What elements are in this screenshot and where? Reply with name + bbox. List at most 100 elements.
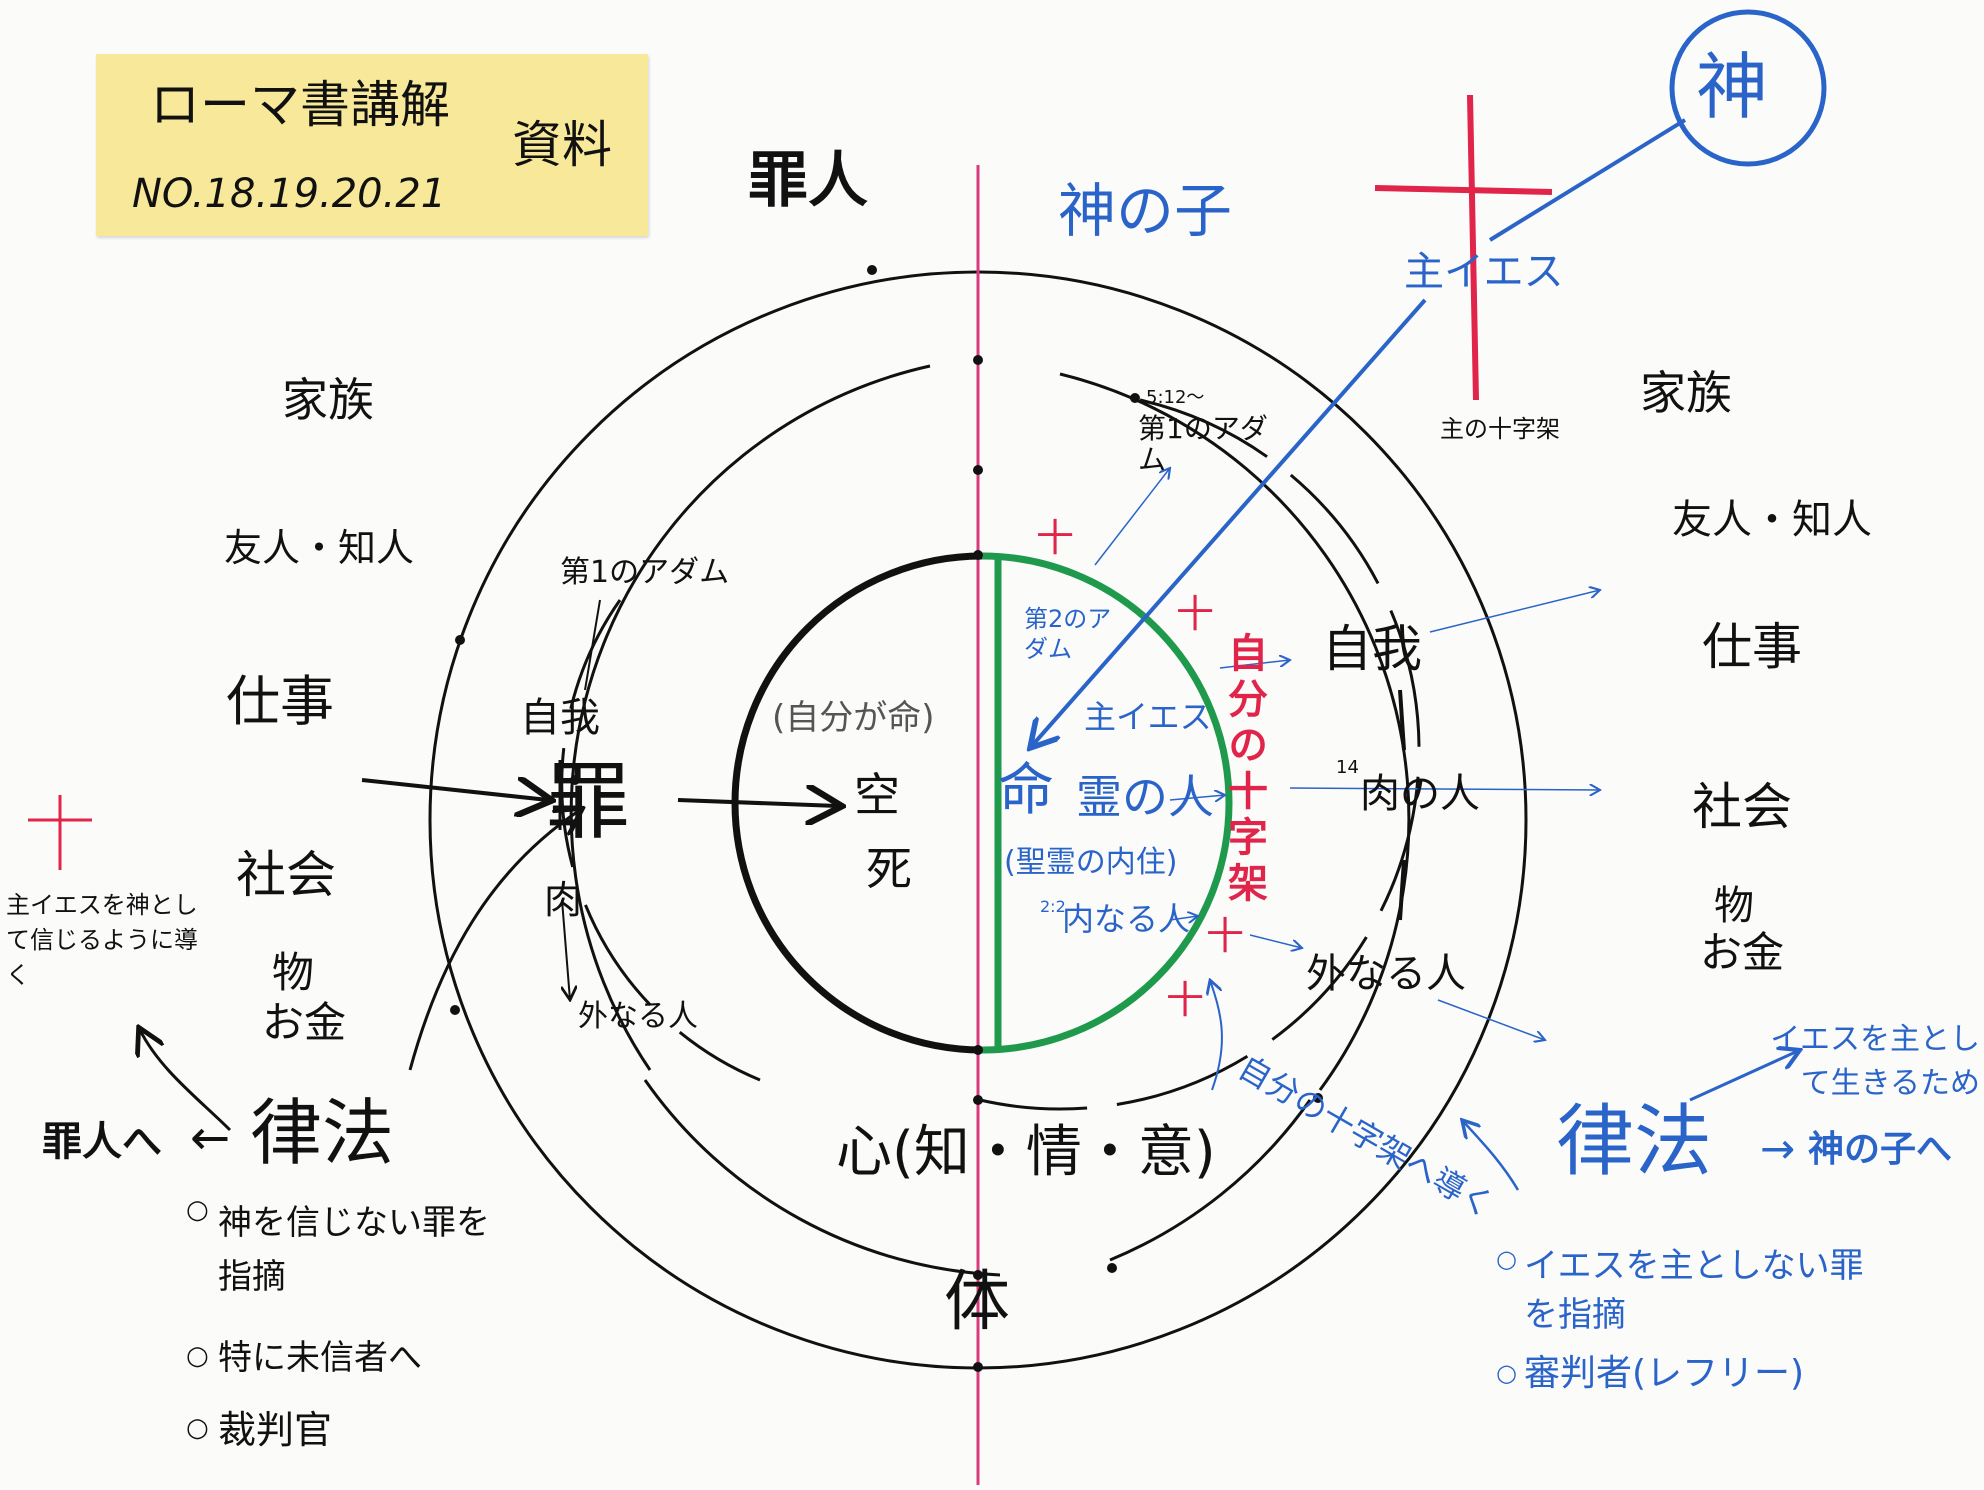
first-adam-right-ref: 5:12〜	[1146, 387, 1205, 408]
flesh-man-ref: 14	[1336, 757, 1359, 778]
right-heading-child-of-god: 神の子	[1058, 177, 1233, 245]
left-item-work: 仕事	[226, 670, 334, 733]
left-law-bullet-2: ○	[186, 1341, 209, 1371]
inner-man-ref: 2:2	[1040, 897, 1066, 916]
left-law-arrow: 罪人へ	[42, 1119, 162, 1165]
left-law-label: 律法	[250, 1091, 395, 1175]
left-law-bullet-3: ○	[186, 1413, 209, 1443]
blue-jesus-to-life	[1030, 298, 1427, 748]
flesh-man-right: 肉の人	[1360, 771, 1480, 817]
holy-spirit-label: (聖霊の内住)	[1004, 845, 1178, 880]
blue-thin-4	[1289, 788, 1600, 790]
ego-ring	[979, 398, 1421, 1111]
self-is-life-caption: (自分が命)	[772, 698, 935, 738]
right-law-arrow-mark: →	[1760, 1124, 1796, 1173]
left-law-point-1: 神を信じない罪を指摘	[218, 1203, 490, 1298]
ego-ring-left	[560, 599, 761, 1082]
arrow-law-to-sin	[408, 810, 580, 1071]
right-law-arrow: 神の子へ	[1808, 1129, 1953, 1170]
note-title: ローマ書講解	[150, 76, 450, 134]
arrow-to-sin	[361, 780, 548, 800]
left-chain-2	[562, 899, 570, 1000]
right-chain-1	[1398, 689, 1406, 751]
right-law-point-2: 審判者(レフリー)	[1524, 1353, 1805, 1394]
left-heading-sinner: 罪人	[748, 146, 868, 216]
blue-law-arrow	[1462, 1120, 1520, 1191]
heart-label: 心(知・情・意)	[836, 1120, 1216, 1185]
middle-ring-bottom	[1109, 1099, 1312, 1262]
arrow-sin-to-death	[677, 800, 838, 806]
blue-thin-1	[1094, 468, 1170, 566]
god-circle	[1669, 9, 1827, 167]
inner-circle-right	[981, 552, 1233, 1054]
middle-ring-lower-left	[643, 1079, 1001, 1277]
first-adam-right: 第1のアダム	[1138, 412, 1268, 476]
sin-label: 罪	[546, 753, 631, 851]
arrow-law-to-caption	[140, 1030, 232, 1132]
title-note: ローマ書講解 NO.18.19.20.21	[96, 54, 648, 236]
red-cross-mark-4: 十	[1166, 978, 1205, 1022]
blue-own-cross-arrow	[1210, 980, 1223, 1091]
right-chain-2	[1398, 859, 1406, 921]
blue-purpose-arrow	[1689, 1050, 1800, 1102]
spirit-man-label: 霊の人	[1076, 770, 1214, 824]
cross-vertical	[1467, 94, 1479, 401]
left-item-family: 家族	[282, 373, 374, 427]
left-law-arrow-mark: ←	[190, 1110, 231, 1166]
ring-dots	[450, 265, 1323, 1372]
left-law-bullet-1: ○	[186, 1195, 209, 1225]
left-item-money: お金	[262, 998, 347, 1047]
god-label: 神	[1696, 45, 1769, 129]
left-item-things: 物	[272, 948, 315, 997]
blue-thin-6	[1249, 934, 1302, 948]
right-item-money: お金	[1700, 928, 1785, 977]
middle-ring-left	[569, 364, 931, 1071]
flesh-left: 肉	[544, 878, 583, 922]
right-item-family: 家族	[1640, 366, 1732, 420]
right-law-bullet-1: ○	[1496, 1245, 1517, 1273]
right-law-bullet-2: ○	[1496, 1359, 1517, 1387]
outer-man-right: 外なる人	[1306, 951, 1466, 997]
void-label: 空	[854, 768, 900, 822]
blue-thin-8	[1169, 916, 1198, 920]
life-label: 命	[998, 758, 1054, 823]
right-item-friends: 友人・知人	[1672, 497, 1872, 543]
right-item-things: 物	[1714, 883, 1754, 929]
right-item-work: 仕事	[1702, 618, 1802, 676]
left-cross-caption: 主イエスを神として信じるように導く	[6, 891, 198, 989]
inner-lord-jesus: 主イエス	[1084, 698, 1212, 736]
blue-thin-2	[1219, 660, 1290, 669]
right-law-purpose: イエスを主として生きるため	[1770, 1022, 1980, 1101]
right-item-society: 社会	[1692, 778, 1792, 836]
lord-cross-label: 主の十字架	[1440, 415, 1560, 443]
left-law-point-2: 特に未信者へ	[218, 1338, 422, 1378]
blue-thin-5	[1437, 999, 1545, 1040]
right-law-point-1: イエスを主としない罪を指摘	[1524, 1246, 1864, 1336]
second-adam-label: 第2のアダム	[1024, 605, 1112, 663]
left-chain-3	[584, 599, 601, 691]
red-cross-mark-3: 十	[1206, 914, 1245, 958]
own-cross-vertical: 自分の十字架	[1221, 632, 1267, 908]
note-numbers: NO.18.19.20.21	[132, 171, 447, 217]
body-label: 体	[944, 1263, 1010, 1340]
left-item-friends: 友人・知人	[224, 526, 415, 570]
death-label: 死	[866, 842, 912, 896]
red-cross-mark-2: 十	[1176, 592, 1215, 636]
red-cross-mark-1: 十	[1036, 516, 1075, 560]
right-law-label: 律法	[1556, 1097, 1713, 1187]
middle-ring-right	[1059, 372, 1411, 1091]
outer-man-left: 外なる人	[578, 999, 698, 1034]
cross-horizontal	[1374, 185, 1553, 195]
inner-man-label: 内なる人	[1062, 900, 1191, 938]
blue-thin-7	[1169, 795, 1225, 800]
ego-left: 自我	[520, 695, 600, 741]
blue-thin-3	[1429, 590, 1600, 633]
left-law-point-3: 裁判官	[218, 1408, 333, 1452]
blue-god-to-jesus	[1488, 118, 1687, 242]
ego-right: 自我	[1322, 620, 1422, 678]
doc-type-label: 資料	[512, 116, 612, 174]
lord-jesus-label: 主イエス	[1404, 249, 1564, 295]
left-item-society: 社会	[236, 846, 336, 904]
